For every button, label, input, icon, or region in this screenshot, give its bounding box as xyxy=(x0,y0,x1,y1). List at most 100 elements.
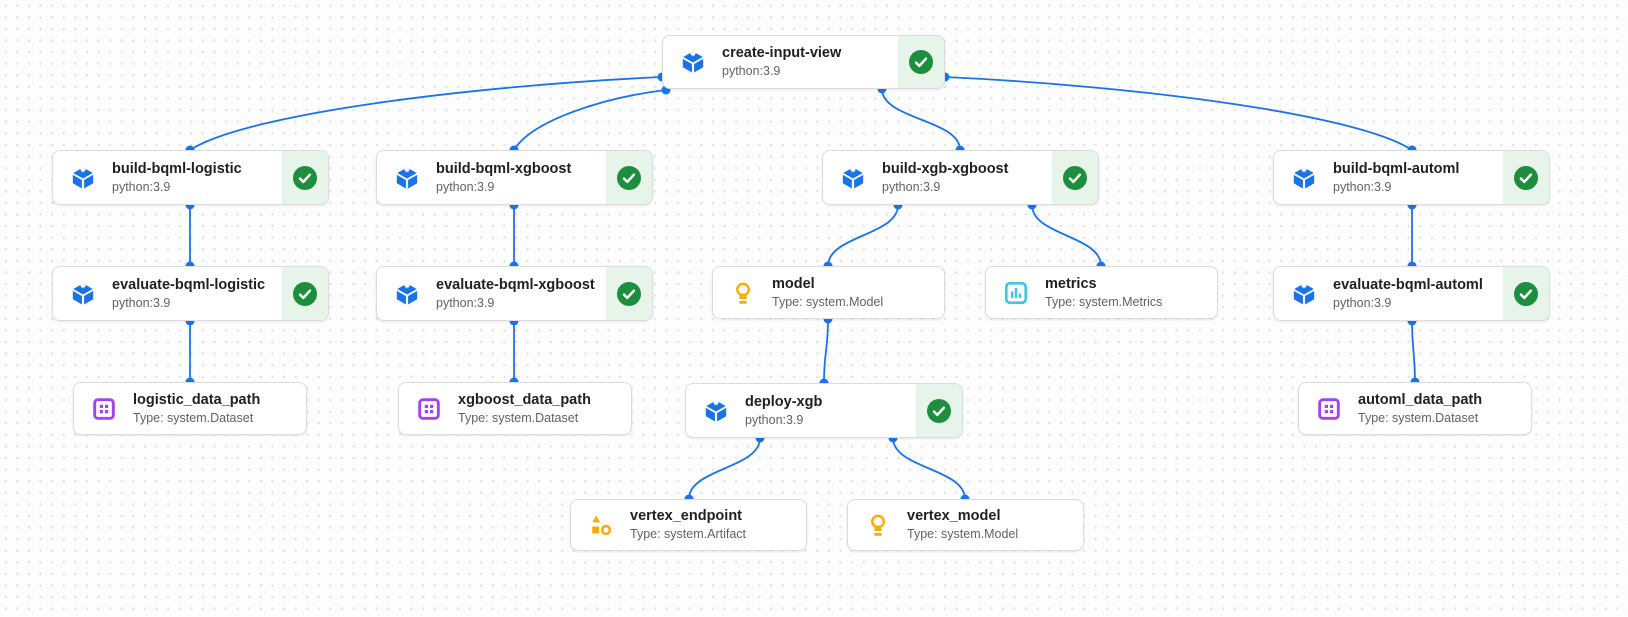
build-xgb-xgboost-node[interactable]: build-xgb-xgboost python:3.9 xyxy=(822,150,1099,205)
node-subtitle: Type: system.Dataset xyxy=(1358,410,1479,425)
status-success-badge xyxy=(282,267,328,320)
node-subtitle: python:3.9 xyxy=(882,179,941,194)
edge-deploy-xgb-to-vertex_model xyxy=(892,437,966,500)
node-text: automl_data_path Type: system.Dataset xyxy=(1358,392,1482,425)
node-text: build-bqml-xgboost python:3.9 xyxy=(436,161,571,194)
metrics-node[interactable]: metrics Type: system.Metrics xyxy=(985,266,1218,319)
success-check-icon xyxy=(1514,165,1538,190)
node-title: deploy-xgb xyxy=(745,393,823,410)
evaluate-bqml-logistic-node[interactable]: evaluate-bqml-logistic python:3.9 xyxy=(52,266,329,321)
node-title: evaluate-bqml-logistic xyxy=(112,276,266,293)
success-check-icon xyxy=(1063,165,1087,190)
model-lightbulb-icon xyxy=(730,280,756,306)
node-subtitle: Type: system.Dataset xyxy=(458,410,579,425)
model-lightbulb-icon xyxy=(865,512,891,538)
node-title: build-bqml-automl xyxy=(1333,160,1460,177)
node-title: xgboost_data_path xyxy=(458,391,591,408)
edge-evaluate-bqml-automl-to-automl_data_path xyxy=(1411,320,1416,383)
component-cube-icon xyxy=(1291,281,1317,307)
edge-deploy-xgb-to-vertex_endpoint xyxy=(688,437,761,500)
model-node[interactable]: model Type: system.Model xyxy=(712,266,945,319)
component-cube-icon xyxy=(680,49,706,75)
success-check-icon xyxy=(617,165,641,190)
node-text: model Type: system.Model xyxy=(772,276,883,309)
create-input-view-node[interactable]: create-input-view python:3.9 xyxy=(662,35,945,89)
success-check-icon xyxy=(293,165,317,190)
node-subtitle: Type: system.Artifact xyxy=(630,527,747,542)
status-success-badge xyxy=(1503,267,1549,320)
node-text: evaluate-bqml-automl python:3.9 xyxy=(1333,277,1483,310)
edge-model-to-deploy-xgb xyxy=(823,318,829,384)
build-bqml-xgboost-node[interactable]: build-bqml-xgboost python:3.9 xyxy=(376,150,653,205)
node-text: vertex_endpoint Type: system.Artifact xyxy=(630,508,746,541)
evaluate-bqml-xgboost-node[interactable]: evaluate-bqml-xgboost python:3.9 xyxy=(376,266,653,321)
component-cube-icon xyxy=(1291,165,1317,191)
success-check-icon xyxy=(617,281,641,306)
node-title: build-xgb-xgboost xyxy=(882,160,1009,177)
xgboost_data_path-node[interactable]: xgboost_data_path Type: system.Dataset xyxy=(398,382,632,435)
node-subtitle: python:3.9 xyxy=(1333,295,1392,310)
node-title: vertex_endpoint xyxy=(630,508,742,525)
edge-create-input-view-to-build-bqml-xgboost xyxy=(513,89,667,151)
node-subtitle: python:3.9 xyxy=(745,412,804,427)
dataset-grid-icon xyxy=(416,396,442,422)
logistic_data_path-node[interactable]: logistic_data_path Type: system.Dataset xyxy=(73,382,307,435)
node-title: metrics xyxy=(1045,275,1097,292)
edge-create-input-view-to-build-bqml-automl xyxy=(944,76,1413,151)
success-check-icon xyxy=(1514,281,1538,306)
node-title: automl_data_path xyxy=(1358,391,1483,408)
evaluate-bqml-automl-node[interactable]: evaluate-bqml-automl python:3.9 xyxy=(1273,266,1550,321)
edge-build-xgb-xgboost-to-metrics xyxy=(1031,204,1102,267)
node-subtitle: Type: system.Dataset xyxy=(133,410,254,425)
node-title: logistic_data_path xyxy=(133,391,261,408)
automl_data_path-node[interactable]: automl_data_path Type: system.Dataset xyxy=(1298,382,1532,435)
success-check-icon xyxy=(293,281,317,306)
deploy-xgb-node[interactable]: deploy-xgb python:3.9 xyxy=(685,383,963,438)
node-title: build-bqml-xgboost xyxy=(436,160,572,177)
edge-create-input-view-to-build-xgb-xgboost xyxy=(881,88,961,151)
node-subtitle: python:3.9 xyxy=(112,295,171,310)
component-cube-icon xyxy=(70,281,96,307)
node-title: vertex_model xyxy=(907,508,1001,525)
node-title: create-input-view xyxy=(722,45,842,62)
node-subtitle: python:3.9 xyxy=(436,295,495,310)
node-text: deploy-xgb python:3.9 xyxy=(745,394,822,427)
node-subtitle: python:3.9 xyxy=(722,64,781,79)
dataset-grid-icon xyxy=(91,396,117,422)
vertex_model-node[interactable]: vertex_model Type: system.Model xyxy=(847,499,1084,551)
artifact-shapes-icon xyxy=(588,512,614,538)
component-cube-icon xyxy=(703,398,729,424)
node-title: evaluate-bqml-xgboost xyxy=(436,276,595,293)
node-text: evaluate-bqml-xgboost python:3.9 xyxy=(436,277,595,310)
node-subtitle: Type: system.Metrics xyxy=(1045,294,1163,309)
component-cube-icon xyxy=(70,165,96,191)
edge-build-xgb-xgboost-to-model xyxy=(827,204,899,267)
build-bqml-logistic-node[interactable]: build-bqml-logistic python:3.9 xyxy=(52,150,329,205)
node-title: model xyxy=(772,275,815,292)
node-subtitle: python:3.9 xyxy=(112,179,171,194)
status-success-badge xyxy=(1503,151,1549,204)
component-cube-icon xyxy=(840,165,866,191)
node-text: metrics Type: system.Metrics xyxy=(1045,276,1162,309)
status-success-badge xyxy=(898,36,944,88)
node-subtitle: python:3.9 xyxy=(436,179,495,194)
node-text: evaluate-bqml-logistic python:3.9 xyxy=(112,277,265,310)
node-text: build-bqml-logistic python:3.9 xyxy=(112,161,242,194)
node-title: build-bqml-logistic xyxy=(112,160,242,177)
build-bqml-automl-node[interactable]: build-bqml-automl python:3.9 xyxy=(1273,150,1550,205)
node-text: build-xgb-xgboost python:3.9 xyxy=(882,161,1008,194)
metrics-chart-icon xyxy=(1003,280,1029,306)
status-success-badge xyxy=(916,384,962,437)
status-success-badge xyxy=(282,151,328,204)
edge-create-input-view-to-build-bqml-logistic xyxy=(189,76,663,151)
node-title: evaluate-bqml-automl xyxy=(1333,276,1483,293)
status-success-badge xyxy=(606,151,652,204)
node-text: create-input-view python:3.9 xyxy=(722,45,841,78)
success-check-icon xyxy=(909,50,933,74)
status-success-badge xyxy=(1052,151,1098,204)
node-subtitle: Type: system.Model xyxy=(772,294,884,309)
component-cube-icon xyxy=(394,281,420,307)
vertex_endpoint-node[interactable]: vertex_endpoint Type: system.Artifact xyxy=(570,499,807,551)
node-subtitle: python:3.9 xyxy=(1333,179,1392,194)
